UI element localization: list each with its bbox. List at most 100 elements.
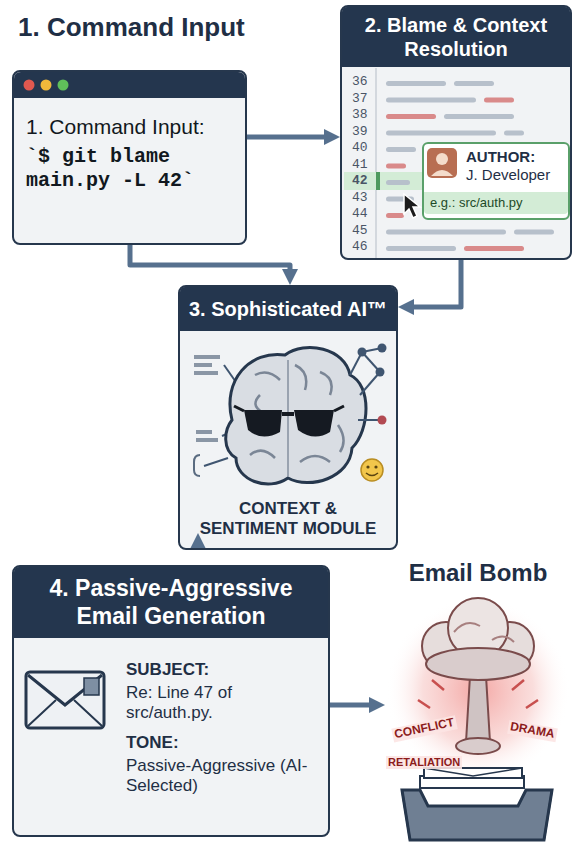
- line-number: 42: [352, 174, 368, 189]
- envelope-icon: [28, 700, 102, 726]
- terminal-text: 1. Command Input:: [26, 114, 235, 139]
- brain-illustration: [194, 355, 220, 359]
- inbox-tray: [424, 768, 522, 778]
- line-number: 39: [352, 125, 368, 140]
- code-line: [504, 131, 524, 136]
- panel-fill: [13, 71, 246, 244]
- explosion-illustration: [386, 598, 570, 782]
- output-heading: Email Bomb: [385, 559, 571, 588]
- brain-illustration: [294, 410, 334, 437]
- line-number: 37: [352, 92, 368, 107]
- panel-header: 2. Blame & Context Resolution: [342, 7, 570, 67]
- field-value: Passive-Aggressive (AI-Selected): [14, 756, 328, 797]
- author-callout-art: [436, 153, 448, 165]
- line-number: 36: [352, 75, 368, 90]
- brain-illustration: [234, 406, 244, 411]
- flow-arrow: [330, 703, 369, 708]
- code-line: [386, 147, 416, 152]
- brain-illustration: [334, 406, 344, 411]
- explosion-illustration: [466, 676, 490, 742]
- code-line: [386, 180, 410, 185]
- envelope-icon: [26, 672, 104, 728]
- code-area: [376, 172, 380, 190]
- inbox-tray: [402, 790, 552, 840]
- window-bar: [14, 72, 245, 98]
- mouse-cursor: [404, 194, 420, 218]
- inbox-tray: [402, 790, 552, 840]
- field-label: SUBJECT:: [14, 660, 328, 680]
- brain-illustration: [378, 416, 387, 425]
- brain-illustration: [282, 412, 294, 416]
- code-line: [386, 98, 476, 103]
- window-bar: [14, 72, 245, 98]
- brain-illustration: [194, 371, 218, 375]
- brain-illustration: [376, 368, 385, 377]
- author-callout-art: [422, 142, 568, 218]
- command-text: `$ git blame main.py -L 42`: [26, 145, 235, 193]
- code-line: [386, 246, 456, 251]
- code-area: [375, 68, 377, 258]
- brain-illustration: [226, 348, 366, 484]
- field-value: Re: Line 47 of src/auth.py.: [14, 683, 328, 724]
- file-path: e.g.: src/auth.py: [424, 192, 568, 214]
- panel-heading: 1. Command Input: [18, 12, 245, 43]
- terminal-panel: 1. Command Input1. Command Input:`$ git …: [12, 70, 247, 245]
- line-number: 46: [352, 240, 368, 255]
- envelope-icon: [26, 672, 104, 728]
- inbox-tray: [402, 768, 552, 840]
- brain-illustration: [194, 363, 212, 367]
- brain-illustration: [196, 438, 218, 442]
- panel-fill: [179, 286, 397, 549]
- brain-illustration: [194, 344, 387, 485]
- code-line: [386, 131, 496, 136]
- panel-header: 3. Sophisticated AI™: [180, 287, 396, 331]
- author-name: J. Developer: [424, 166, 568, 184]
- code-line: [444, 114, 514, 119]
- window-bar: [41, 80, 52, 91]
- panel-fill: [13, 6, 571, 836]
- brain-illustration: [366, 465, 369, 468]
- author-callout-art: [431, 170, 453, 176]
- brain-illustration: [287, 360, 289, 476]
- envelope-icon: [28, 675, 102, 705]
- line-number: 38: [352, 108, 368, 123]
- code-line: [484, 98, 514, 103]
- author-callout-art: [427, 148, 457, 178]
- email-bomb-area: Email Bomb: [385, 555, 571, 845]
- brain-illustration: [366, 473, 378, 476]
- code-line: [514, 230, 554, 235]
- line-number: 44: [352, 207, 368, 222]
- brain-illustration: [360, 372, 380, 395]
- explosion-illustration: [456, 738, 500, 754]
- flow-arrow: [414, 260, 461, 307]
- flow-arrow: [247, 135, 324, 140]
- panel-header: 4. Passive-Aggressive Email Generation: [14, 567, 328, 638]
- code-line: [386, 164, 406, 169]
- brain-illustration: [204, 458, 228, 466]
- brain-illustration: [358, 348, 367, 357]
- panel-fill: [13, 566, 329, 836]
- author-callout: AUTHOR:J. Developere.g.: src/auth.py: [422, 142, 570, 220]
- brain-illustration: [196, 430, 212, 434]
- email-panel: 4. Passive-Aggressive Email GenerationSU…: [12, 565, 330, 837]
- envelope-icon: [84, 678, 99, 695]
- explosion-word: RETALIATION: [386, 756, 462, 769]
- explosion-illustration: [426, 648, 530, 680]
- ai-panel: 3. Sophisticated AI™ CONTEXT & SENTIMENT …: [178, 285, 398, 550]
- inbox-tray: [424, 768, 522, 776]
- explosion-illustration: [386, 598, 570, 782]
- brain-illustration: [361, 459, 383, 481]
- brain-illustration: [378, 344, 387, 353]
- brain-illustration: [194, 455, 200, 476]
- brain-illustration: [244, 410, 282, 437]
- code-line: [464, 246, 524, 251]
- code-line: [386, 114, 436, 119]
- author-callout-art: [422, 142, 568, 218]
- window-bar: [58, 80, 69, 91]
- explosion-illustration: [418, 680, 538, 708]
- code-line: [454, 81, 494, 86]
- mouse-cursor: [404, 194, 420, 218]
- line-number: 43: [352, 191, 368, 206]
- module-caption: CONTEXT & SENTIMENT MODULE: [180, 499, 396, 540]
